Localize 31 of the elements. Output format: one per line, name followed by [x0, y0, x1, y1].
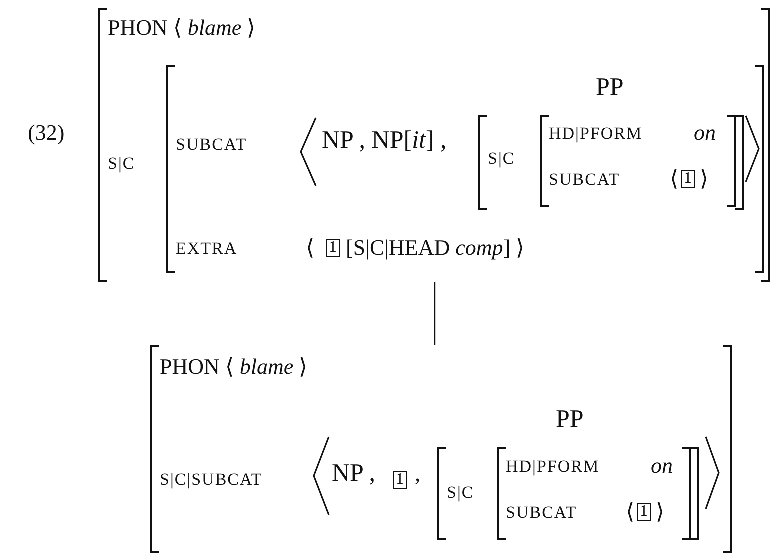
angle-bracket-text: ⟨ — [670, 167, 679, 192]
feature-name: SUBCAT — [176, 136, 248, 155]
list-items: NP , — [332, 460, 376, 488]
tag-number: 1 — [681, 170, 695, 188]
example-number: (32) — [28, 120, 65, 146]
feature-value: on — [694, 121, 716, 146]
tag-number: 1 — [393, 471, 407, 489]
feature-path: S|C — [108, 155, 136, 174]
category-label: PP — [556, 406, 584, 434]
feature-name: SUBCAT — [506, 504, 578, 523]
feature-path: S|C — [447, 484, 474, 503]
feature-value: on — [651, 454, 673, 478]
feature-path: S|C — [488, 150, 516, 169]
feature-pair: PHON ⟨ blame ⟩ — [160, 355, 308, 380]
tag-number: 1 — [637, 503, 651, 521]
feature-pair: PHON ⟨ blame ⟩ — [108, 16, 256, 40]
feature-name: SUBCAT — [549, 171, 620, 190]
list-items: NP , NP[it] , — [322, 127, 447, 154]
tag-number: 1 — [326, 239, 340, 257]
connector-line — [434, 282, 436, 345]
list-separator: , — [415, 462, 420, 486]
category-label: PP — [596, 74, 624, 102]
angle-bracket-text: ⟨ — [626, 500, 635, 524]
feature-path: HD|PFORM — [549, 125, 643, 144]
feature-path: HD|PFORM — [506, 458, 600, 477]
feature-name: EXTRA — [176, 240, 238, 259]
feature-value: [S|C|HEAD comp] ⟩ — [346, 236, 526, 260]
angle-bracket-text: ⟨ — [306, 236, 315, 260]
angle-bracket-text: ⟩ — [700, 167, 709, 192]
feature-path: S|C|SUBCAT — [160, 471, 263, 490]
angle-bracket-text: ⟩ — [656, 500, 665, 524]
